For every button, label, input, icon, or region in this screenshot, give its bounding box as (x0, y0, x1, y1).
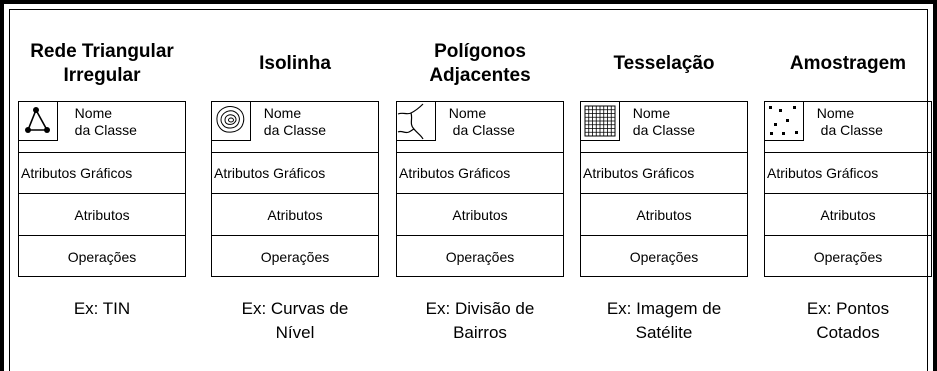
contour-lines-icon (212, 102, 251, 141)
class-card-header: Nome da Classe (19, 102, 185, 153)
example-text: Ex: Pontos Cotados (806, 299, 890, 342)
column-title: Tesselação (613, 53, 715, 74)
graphic-attributes-row: Atributos Gráficos (765, 153, 931, 194)
class-card-header: Nome da Classe (765, 102, 931, 153)
class-card: Nome da Classe Atributos Gráficos Atribu… (764, 101, 932, 277)
operations-row: Operações (67, 248, 137, 265)
column-title: Rede Triangular Irregular (30, 41, 174, 86)
class-name-label: Nome da Classe (632, 105, 696, 138)
operations-row: Operações (445, 248, 515, 265)
attributes-row: Atributos (397, 195, 563, 236)
class-name-label: Nome da Classe (74, 105, 137, 138)
column-title: Isolinha (259, 53, 331, 74)
column-tesselacao: Tesselação Nome da Classe Atributos Gráf… (580, 0, 748, 371)
graphic-attributes-row: Atributos Gráficos (581, 153, 747, 194)
graphic-attributes-row: Atributos Gráficos (19, 153, 185, 194)
grid-tessellation-icon (581, 102, 620, 141)
class-name-label: Nome da Classe (448, 105, 515, 138)
attributes-row: Atributos (212, 195, 378, 236)
example-text: Ex: Imagem de Satélite (606, 299, 722, 342)
column-poligonos-adjacentes: Polígonos Adjacentes Nome da Classe Atri… (396, 0, 564, 371)
triangular-network-icon (19, 102, 58, 141)
attributes-row: Atributos (765, 195, 931, 236)
class-card-header: Nome da Classe (212, 102, 378, 153)
column-title: Amostragem (789, 53, 907, 74)
attributes-row: Atributos (581, 195, 747, 236)
class-card-header: Nome da Classe (397, 102, 563, 153)
class-card-header: Nome da Classe (581, 102, 747, 153)
attributes-row: Atributos (19, 195, 185, 236)
graphic-attributes-row: Atributos Gráficos (212, 153, 378, 194)
graphic-attributes-row: Atributos Gráficos (397, 153, 563, 194)
sample-points-icon (765, 102, 804, 141)
operations-row: Operações (260, 248, 330, 265)
class-card: Nome da Classe Atributos Gráficos Atribu… (396, 101, 564, 277)
example-text: Ex: TIN (73, 299, 131, 318)
class-name-label: Nome da Classe (816, 105, 883, 138)
column-title: Polígonos Adjacentes (429, 41, 531, 86)
column-rede-triangular: Rede Triangular Irregular Nome da Classe… (18, 0, 186, 371)
operations-row: Operações (629, 248, 699, 265)
class-card: Nome da Classe Atributos Gráficos Atribu… (580, 101, 748, 277)
column-isolinha: Isolinha Nome da Classe Atributos Gráfic… (211, 0, 379, 371)
example-text: Ex: Curvas de Nível (241, 299, 349, 342)
adjacent-polygons-icon (397, 102, 436, 141)
column-amostragem: Amostragem Nome da Classe Atributos Gráf… (764, 0, 932, 371)
class-card: Nome da Classe Atributos Gráficos Atribu… (18, 101, 186, 277)
operations-row: Operações (813, 248, 883, 265)
class-card: Nome da Classe Atributos Gráficos Atribu… (211, 101, 379, 277)
example-text: Ex: Divisão de Bairros (425, 299, 535, 342)
class-name-label: Nome da Classe (263, 105, 327, 138)
